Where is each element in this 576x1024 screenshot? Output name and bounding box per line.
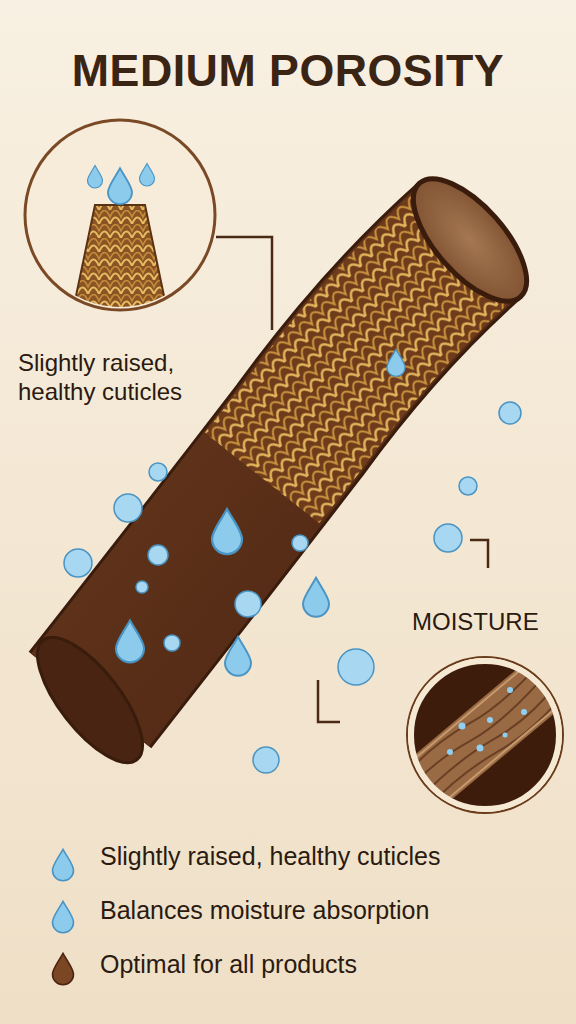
cuticle-close-up [72, 205, 168, 315]
bullet-text: Slightly raised, healthy cuticles [100, 842, 440, 871]
callout-label: MOISTURE [412, 608, 539, 636]
inset-drops [88, 164, 155, 205]
strand-close-up [393, 650, 576, 820]
bullet-icon [53, 849, 74, 933]
leader-line [470, 540, 488, 568]
strand-cross-section [394, 161, 546, 320]
leader-line [216, 237, 272, 330]
bullet-text: Optimal for all products [100, 950, 357, 979]
cuticle-scales [262, 240, 470, 478]
bullet-text: Balances moisture absorption [100, 896, 429, 925]
callout-label: Slightly raised, healthy cuticles [18, 348, 258, 406]
title: MEDIUM POROSITY [0, 46, 576, 96]
leader-line [318, 680, 340, 722]
bullet-icon [53, 953, 74, 985]
